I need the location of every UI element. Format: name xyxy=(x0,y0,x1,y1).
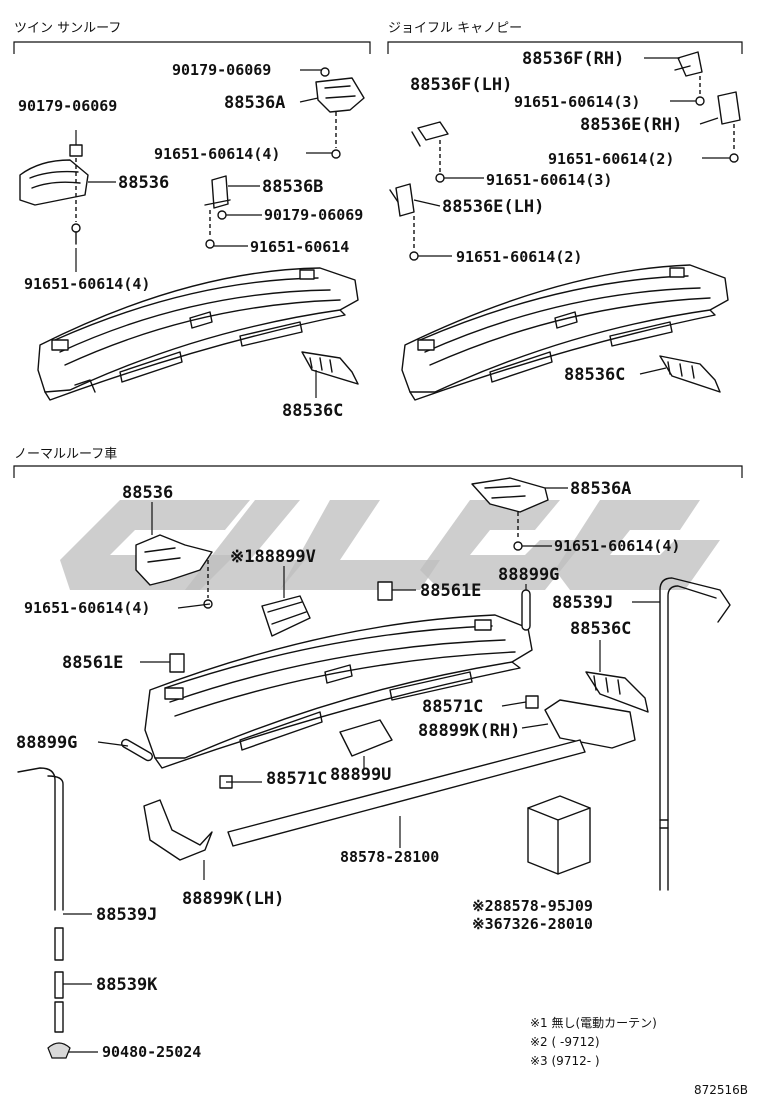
diagram-id: 872516B xyxy=(694,1083,748,1097)
label-nr-88571C-b: 88571C xyxy=(266,769,327,789)
label-nr-88539K: 88539K xyxy=(96,975,158,995)
part-88536-normal xyxy=(135,534,213,586)
label-ts-90179-mid: 90179-06069 xyxy=(264,206,363,224)
label-nr-88578-95J09: ※288578-95J09 xyxy=(472,897,593,915)
label-jc-88536E-LH: 88536E(LH) xyxy=(442,197,544,217)
part-88536B-twin xyxy=(204,175,231,209)
part-88536C-normal xyxy=(585,671,649,713)
label-nr-88539J-a: 88539J xyxy=(552,593,613,613)
label-ts-90179-top: 90179-06069 xyxy=(172,61,271,79)
section-title-joyful-canopy: ジョイフル キャノピー xyxy=(388,21,522,36)
part-88536C-joyful xyxy=(659,355,721,393)
part-88539K xyxy=(54,971,64,999)
label-nr-67326: ※367326-28010 xyxy=(472,915,593,933)
label-jc-88536F-RH: 88536F(RH) xyxy=(522,49,624,69)
label-nr-91651-4b: 91651-60614(4) xyxy=(554,537,680,555)
label-nr-88536C: 88536C xyxy=(570,619,631,639)
part-88536F-RH xyxy=(674,51,703,77)
part-88899U xyxy=(339,719,393,757)
label-ts-91651-4b: 91651-60614(4) xyxy=(24,275,150,293)
section-title-normal-roof: ノーマルルーフ車 xyxy=(14,447,117,462)
note-3: ※3 (9712- ) xyxy=(530,1054,600,1068)
part-88899G-left xyxy=(121,738,153,762)
part-88899V xyxy=(261,595,311,637)
part-88571C-right xyxy=(525,695,539,709)
label-nr-88536A: 88536A xyxy=(570,479,631,499)
part-88561E-left xyxy=(169,653,185,673)
label-jc-88536E-RH: 88536E(RH) xyxy=(580,115,682,135)
note-2: ※2 ( -9712) xyxy=(530,1035,600,1049)
screw-91651-twin xyxy=(71,223,81,245)
part-88536C-twin xyxy=(301,351,359,385)
label-nr-90480: 90480-25024 xyxy=(102,1043,201,1061)
part-88539J-left xyxy=(17,767,64,961)
section-joyful-canopy: ジョイフル キャノピー xyxy=(387,21,743,54)
part-88899K-RH xyxy=(544,699,636,749)
part-88536E-LH xyxy=(389,183,415,217)
section-title-twin-sunroof: ツイン サンルーフ xyxy=(14,21,121,36)
part-88899G-right xyxy=(521,589,531,631)
label-nr-88899K-RH: 88899K(RH) xyxy=(418,721,520,741)
part-88539J-right xyxy=(659,577,731,891)
label-jc-91651-2b: 91651-60614(2) xyxy=(456,248,582,266)
label-nr-88578-28100: 88578-28100 xyxy=(340,848,439,866)
label-ts-88536A: 88536A xyxy=(224,93,285,113)
label-jc-88536F-LH: 88536F(LH) xyxy=(410,75,512,95)
twin-sunroof-parts xyxy=(19,67,365,401)
part-88561E-right xyxy=(377,581,393,601)
label-nr-88899G-b: 88899G xyxy=(16,733,77,753)
label-nr-88536: 88536 xyxy=(122,483,173,503)
label-nr-88899K-LH: 88899K(LH) xyxy=(182,889,284,909)
part-88899K-LH xyxy=(143,799,213,861)
label-jc-91651-3b: 91651-60614(3) xyxy=(486,171,612,189)
section-normal-roof: ノーマルルーフ車 xyxy=(13,447,743,478)
part-88536-twin xyxy=(19,144,89,206)
label-ts-88536: 88536 xyxy=(118,173,169,193)
part-88539K-lower xyxy=(54,1001,64,1033)
part-88536F-LH xyxy=(411,121,449,147)
label-ts-88536B: 88536B xyxy=(262,177,323,197)
label-ts-91651: 91651-60614 xyxy=(250,238,349,256)
label-jc-91651-2a: 91651-60614(2) xyxy=(548,150,674,168)
part-88578-28100 xyxy=(227,739,586,847)
joyful-canopy-parts xyxy=(389,51,741,401)
part-88536A-normal xyxy=(471,477,549,513)
label-nr-88561E-a: 88561E xyxy=(420,581,481,601)
label-nr-91651-4a: 91651-60614(4) xyxy=(24,599,150,617)
label-nr-88899U: 88899U xyxy=(330,765,391,785)
footnotes: ※1 無し(電動カーテン) ※2 ( -9712) ※3 (9712- ) xyxy=(530,1015,657,1068)
label-ts-90179-left: 90179-06069 xyxy=(18,97,117,115)
overhead-console-normal xyxy=(144,614,533,769)
part-90480-grommet xyxy=(47,1042,71,1059)
part-88536E-RH xyxy=(717,91,741,125)
label-ts-91651-4a: 91651-60614(4) xyxy=(154,145,280,163)
overhead-console-twin xyxy=(37,267,359,401)
part-88536A-twin xyxy=(315,67,365,113)
label-nr-88899V: ※188899V xyxy=(230,547,316,567)
note-1: ※1 無し(電動カーテン) xyxy=(530,1015,657,1030)
part-labels: 90179-06069 88536A 90179-06069 91651-606… xyxy=(16,49,682,1061)
label-jc-88536C: 88536C xyxy=(564,365,625,385)
label-jc-91651-3a: 91651-60614(3) xyxy=(514,93,640,111)
label-nr-88899G-a: 88899G xyxy=(498,565,559,585)
part-88578-95J09-block xyxy=(527,795,591,875)
label-nr-88539J-b: 88539J xyxy=(96,905,157,925)
overhead-console-joyful xyxy=(401,264,729,401)
normal-roof-parts xyxy=(17,477,731,1059)
label-nr-88561E-b: 88561E xyxy=(62,653,123,673)
section-twin-sunroof: ツイン サンルーフ xyxy=(13,21,371,54)
label-nr-88571C-a: 88571C xyxy=(422,697,483,717)
label-ts-88536C: 88536C xyxy=(282,401,343,421)
